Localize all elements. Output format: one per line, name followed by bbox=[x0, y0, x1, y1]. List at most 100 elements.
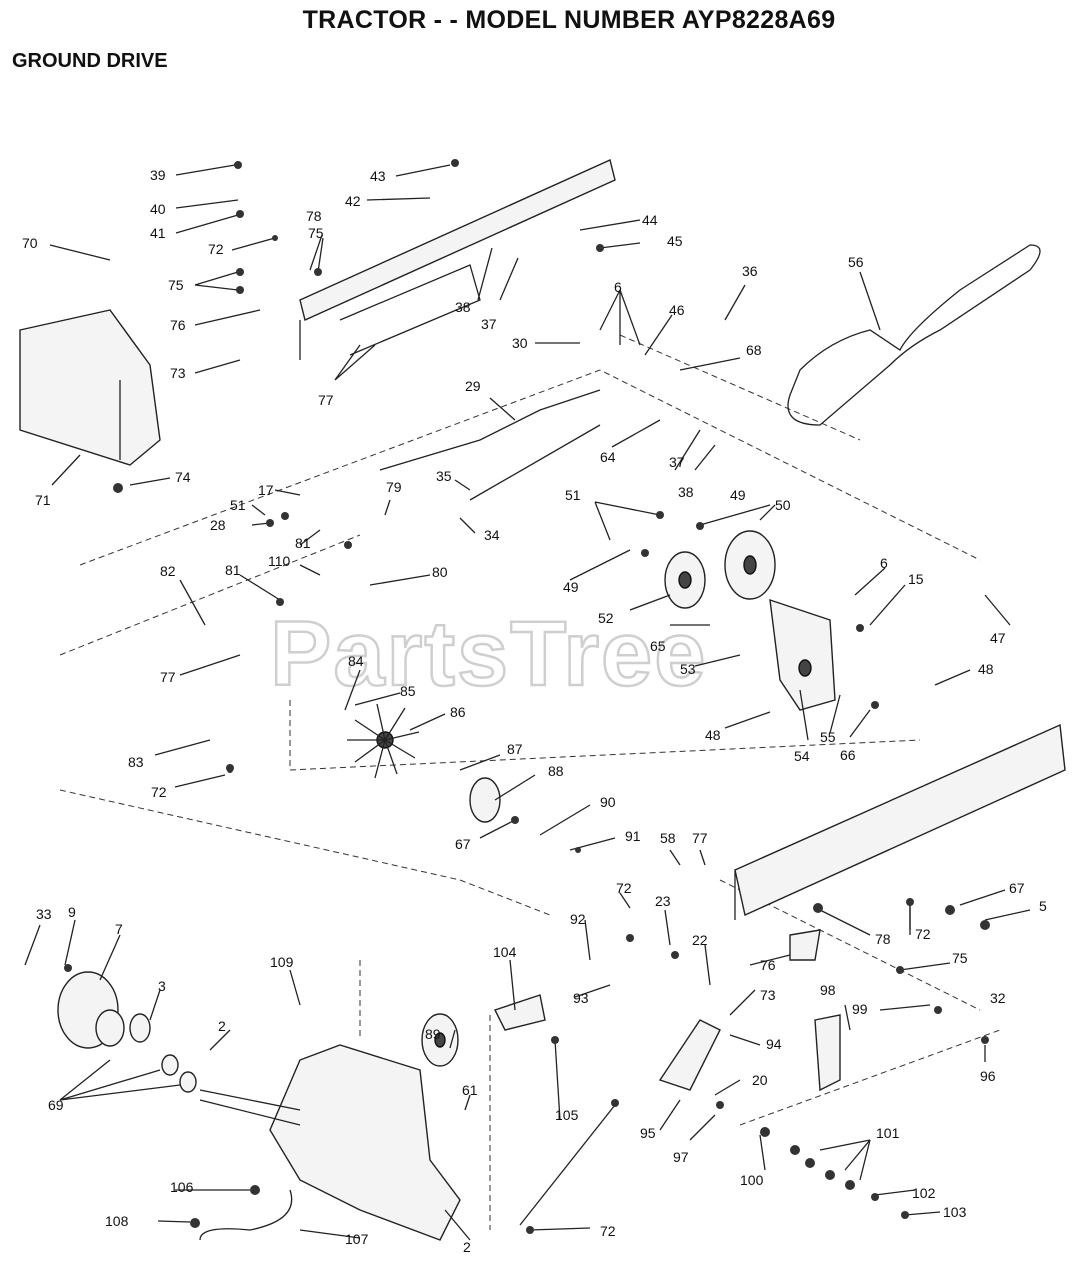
part-callout-73: 73 bbox=[170, 365, 186, 381]
part-callout-107: 107 bbox=[345, 1231, 369, 1247]
part-callout-67: 67 bbox=[455, 836, 471, 852]
part-callout-34: 34 bbox=[484, 527, 500, 543]
part-callout-105: 105 bbox=[555, 1107, 579, 1123]
part-callout-9: 9 bbox=[68, 904, 76, 920]
part-callout-77: 77 bbox=[160, 669, 176, 685]
part-callout-78: 78 bbox=[875, 931, 891, 947]
part-callout-99: 99 bbox=[852, 1001, 868, 1017]
part-callout-102: 102 bbox=[912, 1185, 936, 1201]
part-callout-75: 75 bbox=[308, 225, 324, 241]
part-callout-67: 67 bbox=[1009, 880, 1025, 896]
part-callout-65: 65 bbox=[650, 638, 666, 654]
part-callout-72: 72 bbox=[616, 880, 632, 896]
part-callout-97: 97 bbox=[673, 1149, 689, 1165]
part-callout-72: 72 bbox=[600, 1223, 616, 1239]
part-callout-94: 94 bbox=[766, 1036, 782, 1052]
part-callout-98: 98 bbox=[820, 982, 836, 998]
part-callout-96: 96 bbox=[980, 1068, 996, 1084]
part-callout-68: 68 bbox=[746, 342, 762, 358]
part-callout-93: 93 bbox=[573, 990, 589, 1006]
part-callout-48: 48 bbox=[705, 727, 721, 743]
part-callout-61: 61 bbox=[462, 1082, 478, 1098]
part-callout-77: 77 bbox=[692, 830, 708, 846]
part-callout-20: 20 bbox=[752, 1072, 768, 1088]
fender-pan bbox=[19, 309, 161, 466]
part-callout-47: 47 bbox=[990, 630, 1006, 646]
wheel-hub bbox=[57, 971, 125, 1049]
page-title: TRACTOR - - MODEL NUMBER AYP8228A69 bbox=[302, 6, 836, 34]
idler-bracket bbox=[769, 598, 836, 711]
drive-belt bbox=[787, 244, 1041, 426]
part-callout-54: 54 bbox=[794, 748, 810, 764]
part-callout-87: 87 bbox=[507, 741, 523, 757]
part-callout-89: 89 bbox=[425, 1026, 441, 1042]
part-callout-2: 2 bbox=[463, 1239, 471, 1255]
part-callout-75: 75 bbox=[168, 277, 184, 293]
part-callout-85: 85 bbox=[400, 683, 416, 699]
part-callout-52: 52 bbox=[598, 610, 614, 626]
part-callout-71: 71 bbox=[35, 492, 51, 508]
part-callout-79: 79 bbox=[386, 479, 402, 495]
part-callout-6: 6 bbox=[614, 279, 622, 295]
part-callout-39: 39 bbox=[150, 167, 166, 183]
part-callout-92: 92 bbox=[570, 911, 586, 927]
part-callout-49: 49 bbox=[730, 487, 746, 503]
part-callout-83: 83 bbox=[128, 754, 144, 770]
part-callout-100: 100 bbox=[740, 1172, 764, 1188]
part-callout-3: 3 bbox=[158, 978, 166, 994]
transaxle bbox=[199, 1044, 461, 1241]
part-callout-22: 22 bbox=[692, 932, 708, 948]
part-callout-72: 72 bbox=[151, 784, 167, 800]
part-callout-30: 30 bbox=[512, 335, 528, 351]
part-callout-104: 104 bbox=[493, 944, 517, 960]
upper-frame-rail bbox=[299, 159, 616, 360]
part-callout-48: 48 bbox=[978, 661, 994, 677]
part-callout-42: 42 bbox=[345, 193, 361, 209]
part-callout-45: 45 bbox=[667, 233, 683, 249]
part-callout-81: 81 bbox=[225, 562, 241, 578]
part-callout-7: 7 bbox=[115, 921, 123, 937]
part-callout-66: 66 bbox=[840, 747, 856, 763]
part-callout-51: 51 bbox=[565, 487, 581, 503]
part-callout-53: 53 bbox=[680, 661, 696, 677]
part-callout-43: 43 bbox=[370, 168, 386, 184]
part-callout-51: 51 bbox=[230, 497, 246, 513]
part-callout-86: 86 bbox=[450, 704, 466, 720]
part-callout-76: 76 bbox=[760, 957, 776, 973]
part-callout-103: 103 bbox=[943, 1204, 967, 1220]
part-callout-81: 81 bbox=[295, 535, 311, 551]
part-callout-33: 33 bbox=[36, 906, 52, 922]
part-callout-75: 75 bbox=[952, 950, 968, 966]
part-callout-84: 84 bbox=[348, 653, 364, 669]
part-callout-110: 110 bbox=[268, 553, 291, 569]
part-callout-41: 41 bbox=[150, 225, 166, 241]
part-callout-74: 74 bbox=[175, 469, 191, 485]
part-callout-37: 37 bbox=[481, 316, 497, 332]
part-callout-72: 72 bbox=[915, 926, 931, 942]
part-callout-90: 90 bbox=[600, 794, 616, 810]
part-callout-6: 6 bbox=[880, 555, 888, 571]
part-callout-17: 17 bbox=[258, 482, 274, 498]
lower-frame-rail bbox=[734, 723, 1066, 920]
part-callout-55: 55 bbox=[820, 729, 836, 745]
part-callout-95: 95 bbox=[640, 1125, 656, 1141]
control-rods bbox=[199, 389, 616, 1241]
watermark-text: PartsTree bbox=[270, 603, 707, 705]
part-callout-44: 44 bbox=[642, 212, 658, 228]
part-callout-109: 109 bbox=[270, 954, 294, 970]
part-callout-32: 32 bbox=[990, 990, 1006, 1006]
part-callout-38: 38 bbox=[455, 299, 471, 315]
part-callout-15: 15 bbox=[908, 571, 924, 587]
part-callout-56: 56 bbox=[848, 254, 864, 270]
part-callout-46: 46 bbox=[669, 302, 685, 318]
part-callout-69: 69 bbox=[48, 1097, 64, 1113]
lever-assembly bbox=[494, 929, 841, 1092]
part-callout-76: 76 bbox=[170, 317, 186, 333]
part-callout-58: 58 bbox=[660, 830, 676, 846]
part-callout-73: 73 bbox=[760, 987, 776, 1003]
part-callout-29: 29 bbox=[465, 378, 481, 394]
part-callout-36: 36 bbox=[742, 263, 758, 279]
part-callout-5: 5 bbox=[1039, 898, 1047, 914]
